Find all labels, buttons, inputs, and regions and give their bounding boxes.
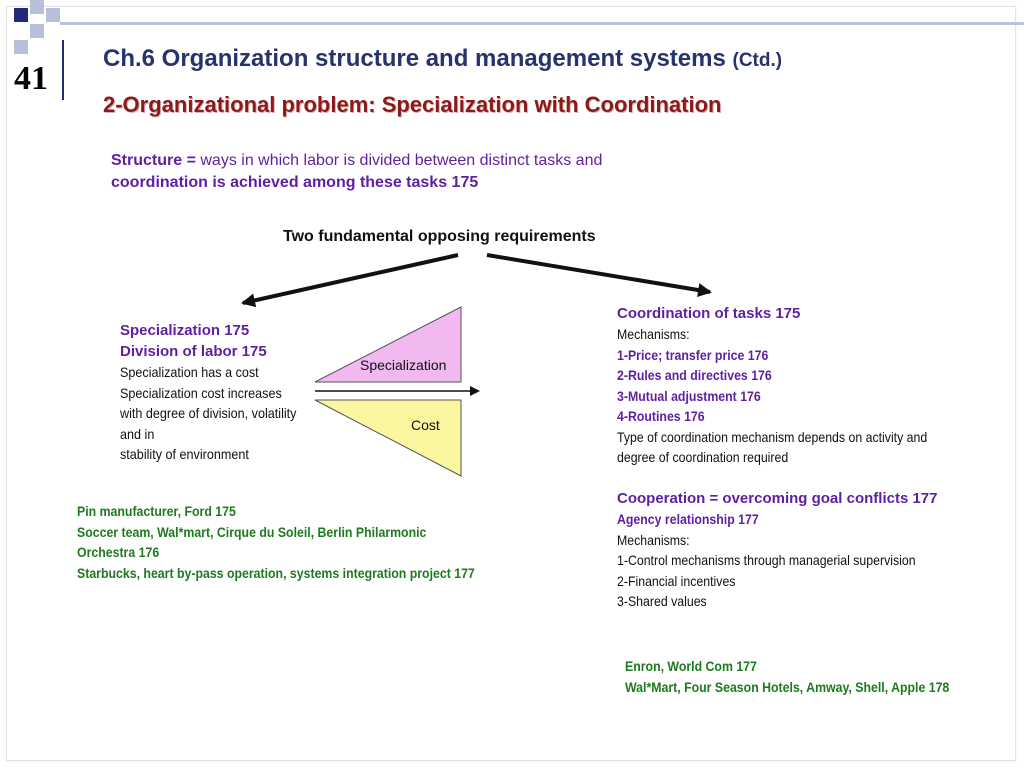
cooperation-mechanisms-label: Mechanisms: <box>617 531 690 548</box>
example-line: Soccer team, Wal*mart, Cirque du Soleil,… <box>77 523 427 540</box>
specialization-line: with degree of division, volatility <box>120 405 297 421</box>
coordination-block: Coordination of tasks 175 Mechanisms: 1-… <box>617 303 970 468</box>
specialization-examples: Pin manufacturer, Ford 175 Soccer team, … <box>77 501 475 583</box>
specialization-triangle <box>314 306 462 383</box>
division-heading: Division of labor 175 <box>120 343 267 360</box>
coordination-item: 1-Price; transfer price 176 <box>617 346 769 363</box>
cooperation-heading: Cooperation = overcoming goal conflicts … <box>617 490 938 507</box>
slide-number: 41 <box>14 60 48 97</box>
specialization-line: stability of environment <box>120 446 249 462</box>
cooperation-details: Agency relationship 177 Mechanisms: 1-Co… <box>617 509 916 612</box>
cost-triangle <box>314 399 462 477</box>
coordination-heading: Coordination of tasks 175 <box>617 305 801 322</box>
arrow-to-coordination <box>486 253 712 297</box>
specialization-lines: Specialization has a cost Specialization… <box>120 362 296 465</box>
example-line: Pin manufacturer, Ford 175 <box>77 503 236 519</box>
cooperation-item: 3-Shared values <box>617 593 707 609</box>
coordination-item: 3-Mutual adjustment 176 <box>617 387 761 404</box>
slide-frame <box>6 6 1016 761</box>
cost-triangle-label: Cost <box>411 417 440 433</box>
example-line: Orchestra 176 <box>77 544 160 560</box>
header-rule <box>60 22 1024 25</box>
example-line: Starbucks, heart by-pass operation, syst… <box>77 564 475 581</box>
specialization-line: Specialization has a cost <box>120 364 259 380</box>
structure-definition: Structure = ways in which labor is divid… <box>111 150 751 194</box>
title-text: Ch.6 Organization structure and manageme… <box>103 45 726 72</box>
specialization-heading: Specialization 175 <box>120 322 250 339</box>
structure-line2: coordination is achieved among these tas… <box>111 174 479 191</box>
cooperation-item: 2-Financial incentives <box>617 572 736 589</box>
cooperation-block: Cooperation = overcoming goal conflicts … <box>617 488 956 612</box>
coordination-details: Mechanisms: 1-Price; transfer price 176 … <box>617 324 927 468</box>
example-line: Enron, World Com 177 <box>625 658 757 674</box>
specialization-line: Specialization cost increases <box>120 384 282 401</box>
coordination-mechanisms-label: Mechanisms: <box>617 326 690 342</box>
structure-term: Structure = <box>111 152 196 169</box>
coordination-item: 4-Routines 176 <box>617 408 705 424</box>
coordination-note: degree of coordination required <box>617 449 789 465</box>
agency-relationship: Agency relationship 177 <box>617 511 759 527</box>
cooperation-examples: Enron, World Com 177 Wal*Mart, Four Seas… <box>625 656 949 697</box>
cooperation-item: 1-Control mechanisms through managerial … <box>617 552 916 568</box>
example-line: Wal*Mart, Four Season Hotels, Amway, She… <box>625 678 950 695</box>
coordination-note: Type of coordination mechanism depends o… <box>617 428 928 445</box>
specialization-block: Specialization 175 Division of labor 175… <box>120 320 316 465</box>
specialization-triangle-label: Specialization <box>360 357 447 373</box>
specialization-line: and in <box>120 425 155 442</box>
slide-title: Ch.6 Organization structure and manageme… <box>103 45 782 73</box>
structure-line1: ways in which labor is divided between d… <box>200 152 603 169</box>
arrow-to-specialization <box>241 253 459 308</box>
title-suffix: (Ctd.) <box>732 50 783 71</box>
requirements-heading: Two fundamental opposing requirements <box>283 228 596 245</box>
coordination-item: 2-Rules and directives 176 <box>617 367 772 383</box>
title-divider <box>62 40 64 100</box>
slide-subtitle: 2-Organizational problem: Specialization… <box>103 92 722 117</box>
